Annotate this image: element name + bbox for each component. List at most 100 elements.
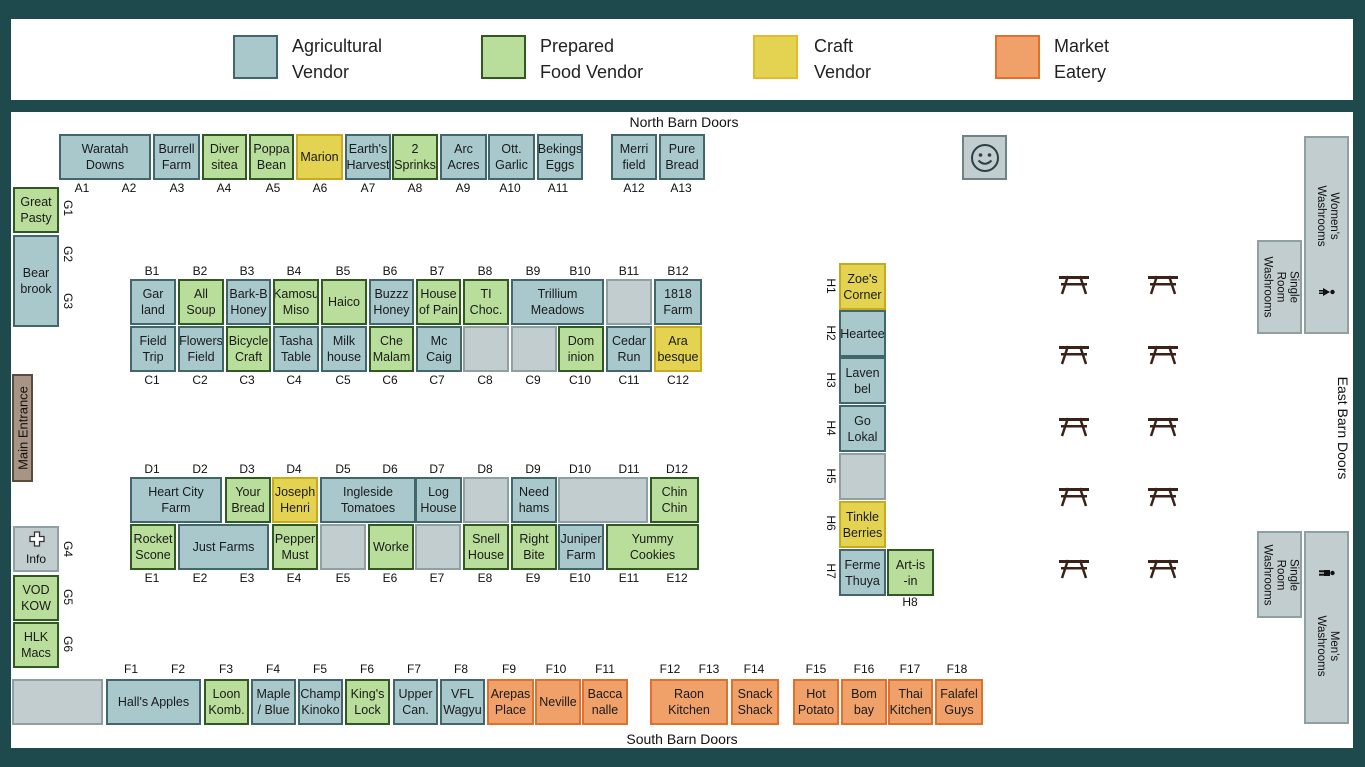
booth-f-10[interactable]: Neville (535, 679, 581, 725)
booth-number-label: B6 (382, 264, 398, 278)
booth-a-9[interactable]: Ott. Garlic (488, 134, 535, 180)
booth-c-11[interactable]: Cedar Run (606, 326, 652, 372)
empty-booth[interactable] (463, 326, 509, 372)
booth-number-label: E5 (335, 571, 351, 585)
empty-booth[interactable] (606, 279, 652, 325)
empty-booth[interactable] (12, 679, 103, 725)
main-entrance[interactable]: Main Entrance (12, 374, 33, 482)
booth-e-9[interactable]: Juniper Farm (558, 524, 604, 570)
booth-b-7[interactable]: House of Pain (416, 279, 461, 325)
picnic-table-icon (1058, 273, 1090, 300)
booth-b-9[interactable]: Trillium Meadows (511, 279, 604, 325)
booth-e-10[interactable]: Yummy Cookies (606, 524, 699, 570)
booth-h-2[interactable]: Heartee (839, 310, 886, 357)
booth-g-2[interactable]: Bear brook (13, 235, 59, 327)
booth-d-4[interactable]: Ingleside Tomatoes (320, 477, 416, 523)
booth-e-7[interactable]: Snell House (463, 524, 509, 570)
booth-h-4[interactable]: Go Lokal (839, 405, 886, 452)
empty-booth[interactable] (511, 326, 557, 372)
booth-e-5[interactable]: Worke (368, 524, 414, 570)
booth-c-3[interactable]: Bicycle Craft (226, 326, 271, 372)
booth-d-1[interactable]: Heart City Farm (130, 477, 222, 523)
booth-b-8[interactable]: TI Choc. (463, 279, 509, 325)
booth-f-12[interactable]: Raon Kitchen (650, 679, 728, 725)
booth-a-2[interactable]: Burrell Farm (153, 134, 200, 180)
booth-a-4[interactable]: Poppa Bean (249, 134, 294, 180)
booth-f-14[interactable]: Hot Potato (793, 679, 839, 725)
booth-b-11[interactable]: 1818 Farm (654, 279, 702, 325)
booth-a-3[interactable]: Diver sitea (202, 134, 247, 180)
booth-f-15[interactable]: Bom bay (841, 679, 887, 725)
booth-a-8[interactable]: Arc Acres (440, 134, 487, 180)
booth-h-1[interactable]: Zoe's Corner (839, 263, 886, 310)
single-room-washrooms[interactable]: Single Room Washrooms (1257, 240, 1302, 334)
picnic-table-icon (1058, 557, 1090, 584)
booth-d-9[interactable]: Chin Chin (650, 477, 699, 523)
booth-f-3[interactable]: Loon Komb. (204, 679, 249, 725)
booth-f-5[interactable]: Champ Kinoko (298, 679, 343, 725)
booth-c-1[interactable]: Field Trip (130, 326, 176, 372)
picnic-table-icon (1058, 485, 1090, 512)
booth-a-1[interactable]: Waratah Downs (59, 134, 151, 180)
booth-b-5[interactable]: Haico (321, 279, 367, 325)
empty-booth[interactable] (320, 524, 366, 570)
empty-booth[interactable] (558, 477, 648, 523)
booth-a-12[interactable]: Pure Bread (659, 134, 705, 180)
womens-washrooms-label: Women's Washrooms (1314, 185, 1340, 247)
booth-c-2[interactable]: Flowers Field (178, 326, 224, 372)
booth-b-3[interactable]: Bark-B Honey (226, 279, 271, 325)
booth-f-16[interactable]: Thai Kitchen (888, 679, 933, 725)
booth-b-2[interactable]: All Soup (178, 279, 224, 325)
booth-f-2[interactable]: Hall's Apples (106, 679, 201, 725)
booth-b-4[interactable]: Kamosu Miso (273, 279, 319, 325)
booth-d-7[interactable]: Need hams (511, 477, 557, 523)
booth-f-11[interactable]: Bacca nalle (582, 679, 628, 725)
booth-a-10[interactable]: Bekings Eggs (537, 134, 583, 180)
booth-h-6[interactable]: Tinkle Berries (839, 501, 886, 548)
booth-a-11[interactable]: Merri field (611, 134, 657, 180)
booth-f-7[interactable]: Upper Can. (393, 679, 438, 725)
booth-c-5[interactable]: Milk house (321, 326, 367, 372)
empty-booth[interactable] (463, 477, 509, 523)
mens-washrooms[interactable]: Men's Washrooms (1304, 531, 1349, 724)
booth-b-6[interactable]: Buzzz Honey (369, 279, 414, 325)
single-room-washrooms[interactable]: Single Room Washrooms (1257, 531, 1302, 618)
north-barn-doors-label: North Barn Doors (629, 114, 739, 130)
booth-f-9[interactable]: Arepas Place (487, 679, 534, 725)
booth-e-3[interactable]: Pepper Must (272, 524, 318, 570)
booth-c-12[interactable]: Ara besque (654, 326, 702, 372)
booth-e-2[interactable]: Just Farms (178, 524, 269, 570)
booth-g-3[interactable]: VOD KOW (13, 575, 59, 621)
booth-d-5[interactable]: Log House (415, 477, 462, 523)
booth-f-17[interactable]: Falafel Guys (935, 679, 983, 725)
booth-f-8[interactable]: VFL Wagyu (440, 679, 485, 725)
booth-e-1[interactable]: Rocket Scone (130, 524, 176, 570)
booth-a-6[interactable]: Earth's Harvest (345, 134, 391, 180)
booth-d-2[interactable]: Your Bread (225, 477, 271, 523)
booth-f-4[interactable]: Maple / Blue (251, 679, 296, 725)
booth-g-4[interactable]: HLK Macs (13, 622, 59, 668)
booth-number-label: E7 (429, 571, 445, 585)
empty-booth[interactable] (415, 524, 461, 570)
booth-c-4[interactable]: Tasha Table (273, 326, 319, 372)
booth-number-label: G1 (61, 199, 75, 217)
booth-number-label: F11 (595, 662, 615, 676)
booth-h-8[interactable]: Art-is -in (887, 549, 934, 596)
booth-f-6[interactable]: King's Lock (345, 679, 390, 725)
booth-d-3[interactable]: Joseph Henri (272, 477, 318, 523)
womens-washrooms[interactable]: Women's Washrooms (1304, 136, 1349, 334)
booth-c-7[interactable]: Mc Caig (416, 326, 462, 372)
booth-g-1[interactable]: Great Pasty (13, 187, 59, 233)
booth-h-7[interactable]: Ferme Thuya (839, 549, 886, 596)
info-booth[interactable]: Info (13, 526, 59, 572)
booth-f-13[interactable]: Snack Shack (731, 679, 779, 725)
booth-number-label: A3 (169, 181, 185, 195)
booth-b-1[interactable]: Gar land (130, 279, 176, 325)
booth-a-5[interactable]: Marion (296, 134, 343, 180)
empty-booth[interactable] (839, 453, 886, 500)
booth-h-3[interactable]: Laven bel (839, 357, 886, 404)
booth-e-8[interactable]: Right Bite (511, 524, 557, 570)
booth-c-10[interactable]: Dom inion (558, 326, 604, 372)
booth-a-7[interactable]: 2 Sprinks (392, 134, 438, 180)
booth-c-6[interactable]: Che Malam (369, 326, 414, 372)
